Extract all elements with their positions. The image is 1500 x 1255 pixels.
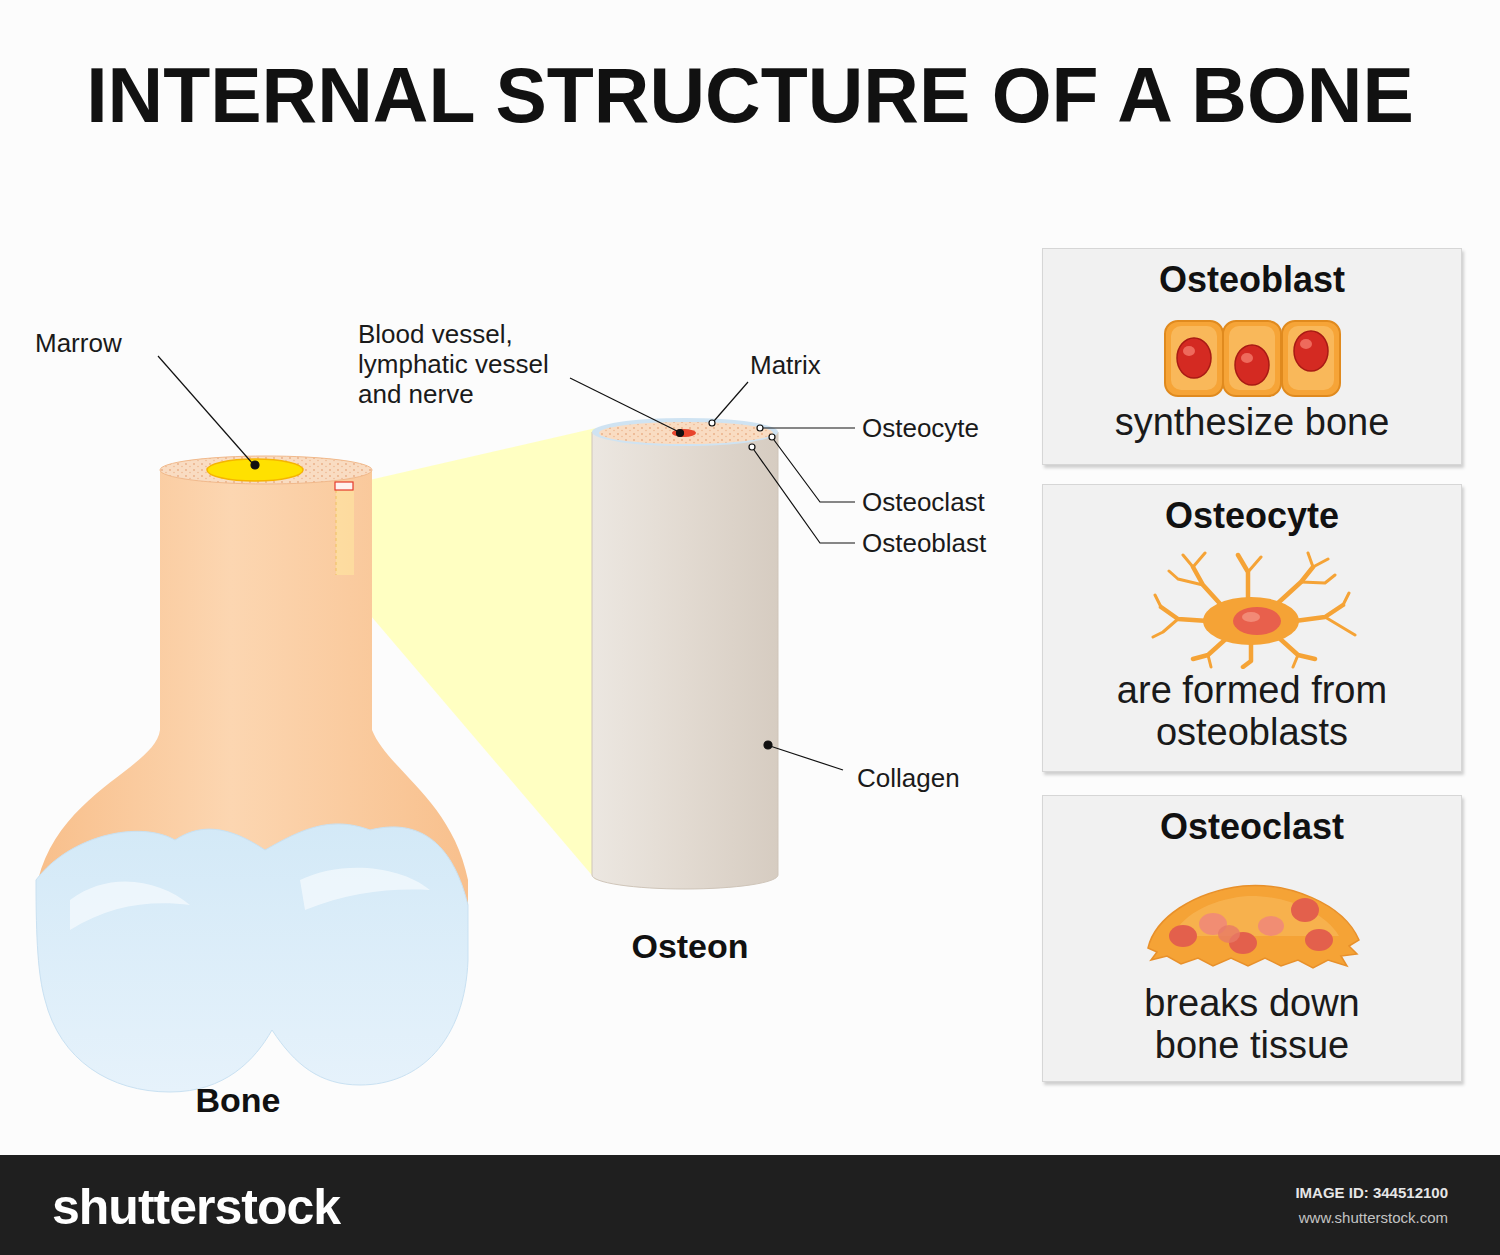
- leader-lines-part: [763, 427, 855, 428]
- bone-shape-part: [36, 824, 468, 1092]
- leader-lines-part: [158, 356, 253, 464]
- watermark-id: IMAGE ID: 344512100: [1148, 1183, 1448, 1203]
- osteoblast-cells-part: [1241, 353, 1253, 363]
- part-label: Matrix: [750, 350, 821, 380]
- cell-picture: [1043, 537, 1461, 669]
- bone-shape-part: [336, 490, 354, 575]
- leader-lines-part: [770, 746, 843, 770]
- osteoblast-cells-part: [1171, 326, 1217, 390]
- leader-dots-part: [769, 434, 775, 440]
- osteoclast-cell-part: [1218, 925, 1240, 943]
- osteoclast-cell-part: [1169, 925, 1197, 947]
- figure-caption: Osteon: [590, 926, 790, 966]
- leader-lines-part: [754, 450, 855, 543]
- osteoclast-cell-part: [1305, 929, 1333, 951]
- osteoblast-cells-part: [1235, 345, 1269, 385]
- cell-info-box: Osteoblast synthesize bone: [1042, 248, 1462, 465]
- bone-shape: [36, 456, 468, 1092]
- osteocyte-cell-part: [1203, 597, 1299, 645]
- leader-dots-part: [251, 461, 259, 469]
- osteocyte-cell-part-part: [1153, 553, 1355, 667]
- leader-dots-part: [749, 444, 755, 450]
- osteocyte-cell-part: [1153, 553, 1355, 667]
- osteoclast-cell-part: [1291, 898, 1319, 922]
- cell-description: synthesize bone: [1115, 401, 1390, 443]
- cell-picture: [1043, 301, 1461, 401]
- leader-lines-part: [774, 440, 855, 502]
- osteoblast-cells-part: [1183, 346, 1195, 356]
- osteocyte-cell-part: [1233, 607, 1281, 635]
- osteon-cylinder-part: [599, 422, 773, 444]
- leader-dots-part: [764, 741, 772, 749]
- leader-dots: [251, 420, 775, 749]
- bone-shape-part: [207, 459, 303, 481]
- watermark-url: www.shutterstock.com: [1148, 1208, 1448, 1228]
- leader-dots-part: [709, 420, 715, 426]
- osteoclast-cell: [1043, 848, 1461, 982]
- leader-dots-part: [677, 430, 684, 437]
- osteoblast-cells-part: [1229, 326, 1275, 390]
- osteocyte-cell-part: [1242, 612, 1260, 622]
- osteon-cylinder-part: [592, 432, 778, 889]
- cell-heading: Osteoclast: [1160, 806, 1344, 848]
- bone-shape-part: [336, 490, 337, 575]
- cell-info-box: Osteoclast breaks down bone tissue: [1042, 795, 1462, 1082]
- osteoclast-cell-part: [1148, 886, 1359, 968]
- osteoblast-cells-part: [1282, 321, 1340, 396]
- part-label: Blood vessel, lymphatic vessel and nerve: [358, 319, 573, 409]
- bone-shape-part: [300, 868, 430, 910]
- watermark-logo: shutterstock: [52, 1177, 340, 1237]
- title-wrap: INTERNAL STRUCTURE OF A BONE: [0, 49, 1500, 141]
- part-label: Collagen: [857, 763, 960, 793]
- osteoblast-cells-part: [1177, 338, 1211, 378]
- bone-shape-part: [160, 456, 372, 484]
- osteoblast-cells: [1043, 301, 1461, 401]
- bone-shape-part: [335, 482, 353, 490]
- cell-heading: Osteocyte: [1165, 495, 1339, 537]
- osteoblast-cells-part: [1288, 326, 1334, 390]
- bone-shape-part: [70, 881, 190, 930]
- part-label: Osteoclast: [862, 487, 985, 517]
- figure-caption: Bone: [138, 1080, 338, 1120]
- osteon-cylinder-part: [592, 418, 778, 446]
- leader-lines-part: [570, 378, 679, 432]
- cell-picture: [1043, 848, 1461, 982]
- cell-description: are formed from osteoblasts: [1097, 669, 1407, 753]
- osteoblast-cells-part: [1294, 331, 1328, 371]
- leader-lines-part: [714, 382, 748, 421]
- osteon-cylinder: [592, 418, 778, 889]
- cell-heading: Osteoblast: [1159, 259, 1345, 301]
- footer-bar: [0, 1155, 1500, 1255]
- leader-dots-part: [757, 425, 763, 431]
- osteocyte-cell-part-part: [1161, 555, 1343, 667]
- cell-info-box: Osteocyte are formed from osteoblasts: [1042, 484, 1462, 772]
- leader-lines: [158, 356, 855, 770]
- part-label: Osteocyte: [862, 413, 979, 443]
- part-label: Osteoblast: [862, 528, 986, 558]
- diagram-title: INTERNAL STRUCTURE OF A BONE: [86, 52, 1414, 138]
- osteocyte-cell: [1043, 537, 1461, 669]
- osteoclast-cell-part: [1258, 916, 1284, 936]
- osteoblast-cells-part: [1300, 339, 1312, 349]
- osteoblast-cells-part: [1223, 321, 1281, 396]
- osteoblast-cells-part: [1165, 321, 1223, 396]
- part-label: Marrow: [35, 328, 122, 358]
- cell-description: breaks down bone tissue: [1097, 982, 1407, 1066]
